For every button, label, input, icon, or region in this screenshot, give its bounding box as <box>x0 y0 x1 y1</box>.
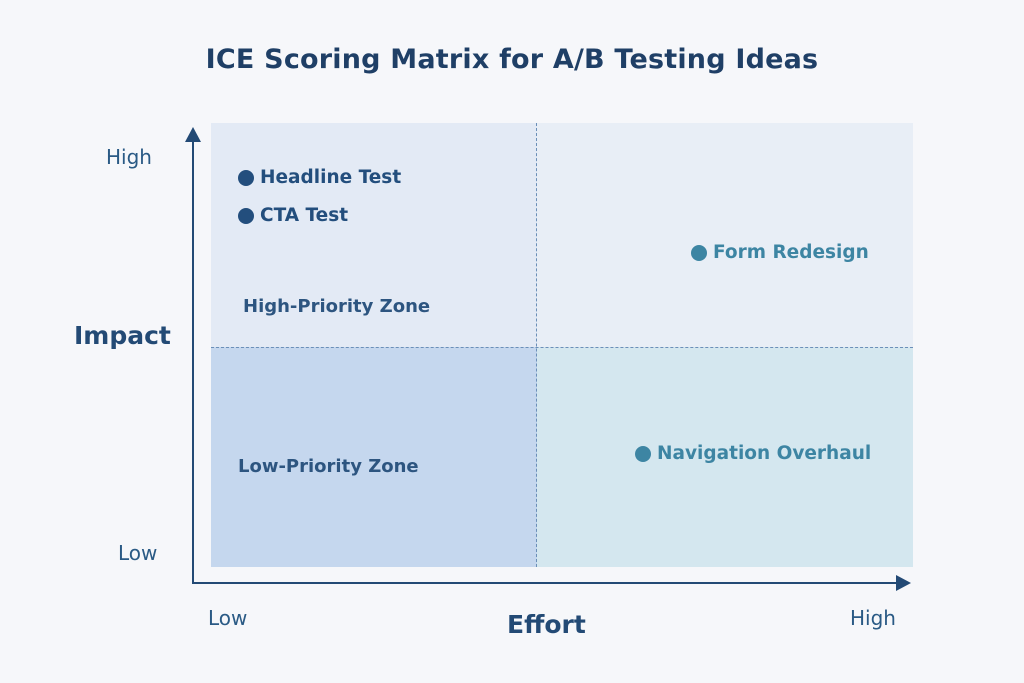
y-axis-title: Impact <box>74 321 171 350</box>
x-axis-title: Effort <box>507 610 586 639</box>
x-tick-low: Low <box>208 606 248 630</box>
quadrant-bottom-left <box>211 347 537 567</box>
zone-label-low-priority: Low-Priority Zone <box>238 456 419 477</box>
point-headline-test: Headline Test <box>238 167 401 188</box>
dot-marker-icon <box>635 445 651 462</box>
point-label: Headline Test <box>260 167 402 188</box>
x-axis-line <box>192 582 897 584</box>
point-label: Form Redesign <box>713 242 869 263</box>
zone-label-high-priority: High-Priority Zone <box>243 296 431 317</box>
y-tick-low: Low <box>118 541 158 565</box>
dot-marker-icon <box>238 207 254 224</box>
y-tick-high: High <box>106 145 152 169</box>
y-axis-line <box>192 140 194 584</box>
point-label: CTA Test <box>260 205 349 226</box>
point-navigation-overhaul: Navigation Overhaul <box>635 443 871 464</box>
dot-marker-icon <box>691 244 707 261</box>
point-cta-test: CTA Test <box>238 205 348 226</box>
quadrant-top-right <box>537 123 913 347</box>
y-axis-arrow-icon <box>185 127 201 142</box>
point-label: Navigation Overhaul <box>657 443 872 464</box>
vertical-divider <box>536 123 537 567</box>
dot-marker-icon <box>238 169 254 186</box>
chart-title: ICE Scoring Matrix for A/B Testing Ideas <box>205 44 819 75</box>
x-tick-high: High <box>850 606 896 630</box>
x-axis-arrow-icon <box>896 575 911 591</box>
quadrant-bottom-right <box>537 347 913 567</box>
point-form-redesign: Form Redesign <box>691 242 869 263</box>
horizontal-divider <box>211 347 913 348</box>
quadrant-top-left <box>211 123 537 347</box>
